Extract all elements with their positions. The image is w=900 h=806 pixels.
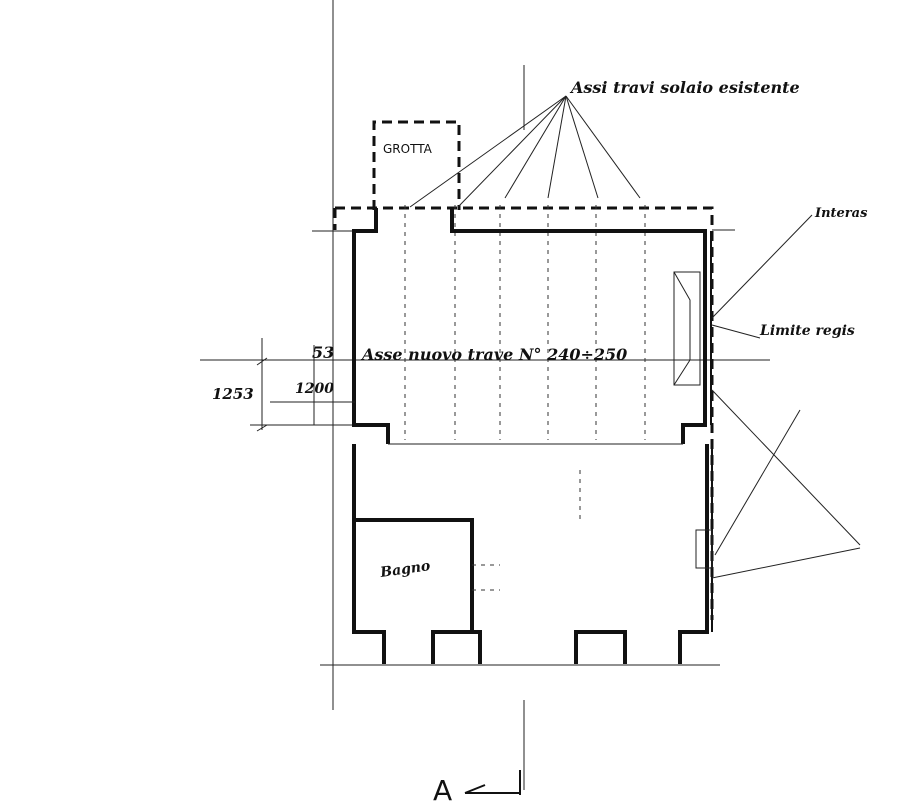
right-leaders	[711, 214, 861, 579]
axis-lines	[200, 0, 770, 790]
section-marker	[464, 770, 521, 795]
limite-label: Limite regis	[759, 323, 855, 339]
dim-outer-label: 1253	[212, 385, 254, 403]
beam-label-leaders	[409, 95, 641, 208]
dim-inner-label: 1200	[295, 381, 334, 397]
new-beam-label: Asse nuovo trave N° 240÷250	[360, 345, 627, 364]
existing-slab-outline	[333, 206, 714, 620]
building-walls	[352, 208, 713, 664]
beams-label: Assi travi solaio esistente	[569, 78, 800, 97]
bagno-label: Bagno	[378, 558, 431, 581]
dimension-marks	[256, 338, 355, 432]
grotta-outline	[372, 120, 461, 210]
wall-element	[673, 271, 713, 569]
bagno-room	[354, 518, 500, 632]
interasse-label: Interas	[814, 206, 868, 221]
beam-axes	[404, 205, 646, 520]
new-beam-prefix: 53	[312, 343, 334, 362]
section-label: A	[433, 774, 452, 806]
grotta-label: GROTTA	[383, 142, 433, 156]
